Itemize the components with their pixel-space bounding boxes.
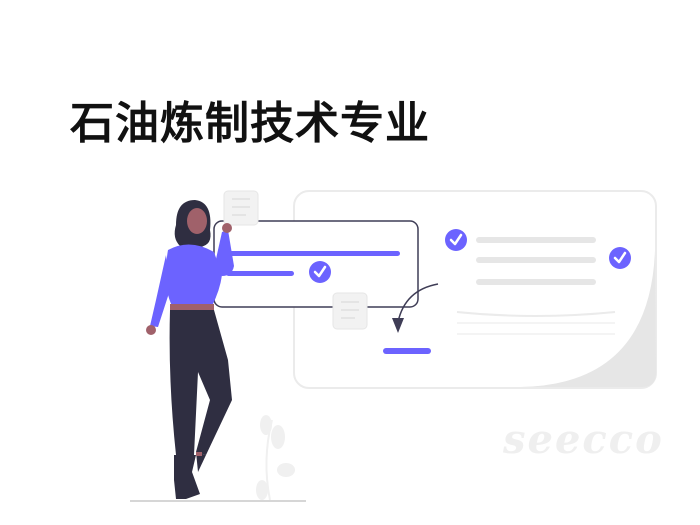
plant-icon — [256, 415, 295, 501]
check-icon — [445, 229, 467, 251]
check-icon — [309, 261, 331, 283]
note-icon — [223, 190, 259, 226]
watermark: seecco — [503, 416, 664, 463]
accent-bar — [383, 348, 431, 354]
check-icon — [609, 247, 631, 269]
person-figure — [146, 200, 234, 499]
arrow-icon — [392, 283, 439, 333]
page-title: 石油炼制技术专业 — [70, 98, 430, 149]
note-icon — [332, 292, 368, 330]
